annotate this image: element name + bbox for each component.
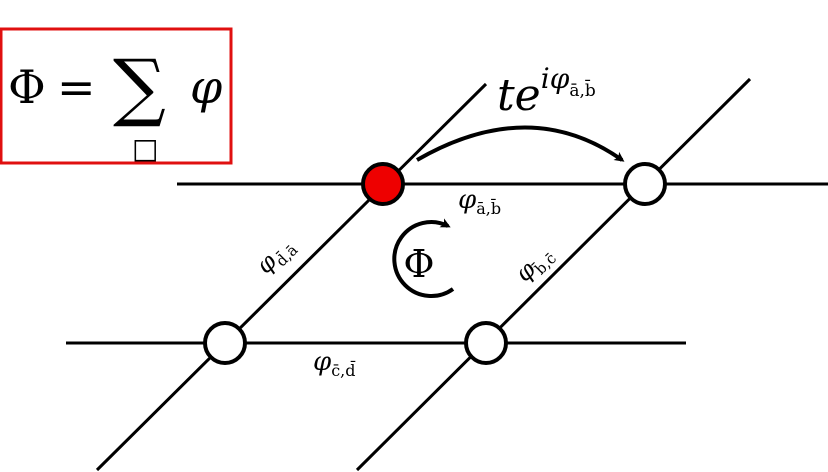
lattice-bonds <box>66 77 828 472</box>
formula-sum-index: □ <box>132 132 158 165</box>
flux-symbol: Φ <box>403 242 434 286</box>
bond-diagonal-right <box>355 77 752 472</box>
site-a-highlighted <box>361 162 405 206</box>
formula-frame <box>0 27 233 165</box>
flux-circulation-arrow <box>392 218 455 298</box>
formula-summand: φ <box>190 60 223 114</box>
site-d <box>203 321 247 365</box>
edge-label-bc: φb̄,c̄ <box>509 239 560 290</box>
flux-formula-box: Φ = ∑ □ φ <box>0 27 233 165</box>
site-b <box>623 162 667 206</box>
hopping-amplitude-label: teiφā,b̄ <box>497 62 596 121</box>
edge-label-cd: φc̄,d̄ <box>313 347 356 380</box>
formula-sum-sign: ∑ <box>113 44 166 130</box>
hopping-arrow <box>416 125 625 162</box>
formula-lhs: Φ <box>8 60 46 114</box>
bond-diagonal-left <box>95 82 488 472</box>
lattice-sites <box>203 162 667 365</box>
edge-label-ab: φā,b̄ <box>458 185 501 218</box>
formula-equals: = <box>57 60 96 114</box>
site-c <box>464 321 508 365</box>
